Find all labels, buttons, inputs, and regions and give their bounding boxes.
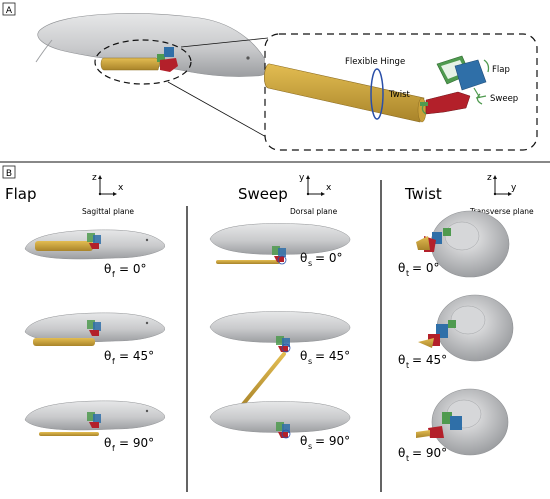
flap-90-illustration (24, 400, 166, 436)
angle-label-sweep-0: θ s = 0° (300, 251, 343, 268)
label-twist: Twist (388, 90, 411, 100)
angle-label-sweep-45: θ s = 45° (300, 349, 350, 366)
column-title-twist: Twist (404, 185, 442, 203)
inset-actuator (420, 55, 487, 115)
svg-text:θ: θ (398, 446, 405, 460)
flap-0-illustration (24, 229, 166, 260)
axis-glyph-sweep (306, 175, 325, 196)
label-flexible-hinge: Flexible Hinge (345, 57, 405, 67)
svg-text:= 90°: = 90° (119, 436, 154, 450)
svg-text:θ: θ (300, 434, 307, 448)
axis-label-v-twist: z (487, 173, 492, 183)
svg-text:f: f (112, 270, 115, 279)
svg-text:s: s (308, 259, 312, 268)
axis-label-v-sweep: y (299, 173, 305, 183)
svg-text:= 0°: = 0° (315, 251, 343, 265)
svg-text:= 0°: = 0° (119, 262, 147, 276)
angle-label-flap-90: θ f = 90° (104, 436, 154, 453)
zoom-line-top (180, 37, 269, 48)
svg-text:f: f (112, 444, 115, 453)
svg-text:= 0°: = 0° (412, 261, 440, 275)
svg-text:t: t (406, 269, 409, 278)
svg-text:θ: θ (104, 349, 111, 363)
svg-text:θ: θ (104, 436, 111, 450)
label-flap: Flap (492, 65, 510, 75)
plane-label-sweep: Dorsal plane (290, 207, 338, 216)
twist-arrow (421, 103, 427, 115)
svg-text:= 90°: = 90° (315, 434, 350, 448)
svg-text:θ: θ (398, 261, 405, 275)
twist-90-illustration (416, 388, 509, 456)
svg-text:f: f (112, 357, 115, 366)
zoom-ellipse (94, 39, 192, 85)
svg-text:t: t (406, 454, 409, 463)
svg-text:= 45°: = 45° (412, 353, 447, 367)
flap-45-illustration (24, 312, 166, 346)
axis-label-h-sweep: x (326, 183, 332, 193)
panel-a-label: A (6, 6, 13, 16)
flap-arrow (483, 59, 490, 73)
angle-label-twist-0: θ t = 0° (398, 261, 440, 278)
flipper-large (100, 47, 178, 72)
plane-label-flap: Sagittal plane (82, 207, 134, 216)
svg-text:s: s (308, 357, 312, 366)
angle-label-twist-45: θ t = 45° (398, 353, 447, 370)
column-twist: Twist z y Transverse plane (398, 173, 534, 463)
svg-text:θ: θ (104, 262, 111, 276)
panel-a-label-box (2, 2, 16, 16)
svg-text:θ: θ (398, 353, 405, 367)
panel-b: B Flap z x Sagittal plane (2, 165, 534, 494)
angle-label-flap-0: θ f = 0° (104, 262, 147, 279)
panel-b-label: B (6, 169, 12, 179)
column-sweep: Sweep y x Dorsal plane (209, 173, 351, 494)
sweep-90-illustration (209, 401, 351, 494)
twist-0-illustration (416, 210, 510, 278)
angle-label-twist-90: θ t = 90° (398, 446, 447, 463)
sweep-arrow (476, 93, 483, 105)
axis-glyph-flap (98, 175, 117, 196)
axis-label-v-flap: z (92, 173, 97, 183)
column-flap: Flap z x Sagittal plane (5, 173, 166, 453)
column-title-sweep: Sweep (238, 185, 288, 203)
column-title-flap: Flap (5, 185, 37, 203)
panel-b-label-box (2, 165, 16, 179)
axis-label-h-twist: y (511, 183, 517, 193)
label-sweep: Sweep (490, 94, 518, 104)
axis-label-h-flap: x (118, 183, 124, 193)
svg-text:= 45°: = 45° (315, 349, 350, 363)
svg-text:= 45°: = 45° (119, 349, 154, 363)
seal-body-large (35, 13, 269, 77)
svg-text:t: t (406, 361, 409, 370)
angle-label-flap-45: θ f = 45° (104, 349, 154, 366)
zoom-line-bottom (167, 81, 269, 139)
svg-text:θ: θ (300, 251, 307, 265)
flexible-hinge-ring (370, 68, 384, 120)
plane-label-twist: Transverse plane (469, 207, 534, 216)
twist-45-illustration (418, 294, 514, 362)
svg-text:θ: θ (300, 349, 307, 363)
axis-glyph-twist (493, 175, 512, 196)
svg-text:= 90°: = 90° (412, 446, 447, 460)
svg-text:s: s (308, 442, 312, 451)
panel-a: A (2, 2, 538, 151)
sweep-0-illustration (209, 223, 351, 265)
sweep-45-illustration (209, 311, 351, 410)
angle-label-sweep-90: θ s = 90° (300, 434, 350, 451)
